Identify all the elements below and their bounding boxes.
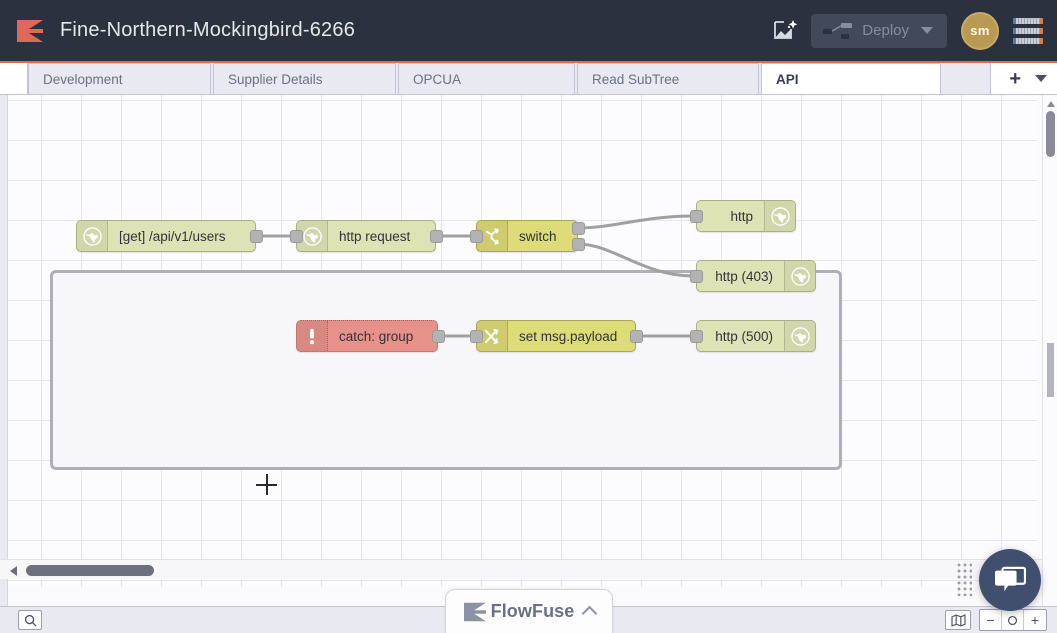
tab-actions: + xyxy=(990,63,1057,94)
tab-gutter xyxy=(0,63,28,94)
port-output[interactable] xyxy=(250,230,263,243)
chevron-down-icon[interactable] xyxy=(1035,75,1047,82)
globe-icon xyxy=(77,221,108,251)
port-input[interactable] xyxy=(290,230,303,243)
tab-api[interactable]: API xyxy=(761,63,941,94)
port-output[interactable] xyxy=(430,230,443,243)
map-navigator-icon[interactable] xyxy=(945,610,971,630)
deploy-button[interactable]: Deploy xyxy=(811,13,947,48)
canvas-grid[interactable]: [get] /api/v1/users http request swit xyxy=(8,95,1037,587)
port-output[interactable] xyxy=(432,330,445,343)
tab-development[interactable]: Development xyxy=(28,63,211,94)
node-catch-group[interactable]: catch: group xyxy=(296,320,438,352)
node-label: http (403) xyxy=(715,268,773,284)
tab-supplier-details[interactable]: Supplier Details xyxy=(213,63,396,94)
header-actions: Deploy sm xyxy=(763,9,1057,53)
deploy-label: Deploy xyxy=(862,22,909,39)
port-input[interactable] xyxy=(470,330,483,343)
port-input[interactable] xyxy=(690,210,703,223)
node-http-response-403[interactable]: http (403) xyxy=(696,260,816,292)
crosshair-cursor xyxy=(256,474,277,495)
globe-icon xyxy=(784,321,815,351)
hamburger-menu-icon[interactable] xyxy=(1013,17,1043,44)
node-switch[interactable]: switch xyxy=(476,220,578,252)
node-label: http (500) xyxy=(715,328,773,344)
flowfuse-logo-icon[interactable] xyxy=(16,18,44,44)
port-output-2[interactable] xyxy=(572,238,585,251)
zoom-in-button[interactable]: + xyxy=(1030,612,1040,628)
chevron-down-icon[interactable] xyxy=(921,27,933,34)
flow-tab-bar: Development Supplier Details OPCUA Read … xyxy=(0,63,1057,95)
node-label: http xyxy=(730,208,753,224)
node-set-msg-payload[interactable]: set msg.payload xyxy=(476,320,636,352)
vscroll-thumb-secondary[interactable] xyxy=(1047,343,1054,397)
chevron-up-icon[interactable] xyxy=(582,605,598,622)
vertical-scrollbar[interactable] xyxy=(1042,95,1057,606)
vscroll-thumb[interactable] xyxy=(1046,111,1055,157)
ai-sparkle-icon[interactable] xyxy=(763,9,807,53)
panel-resize-grip[interactable] xyxy=(956,562,972,596)
status-bar-right: − + xyxy=(945,609,1057,631)
search-icon[interactable] xyxy=(18,610,42,630)
tab-read-subtree[interactable]: Read SubTree xyxy=(577,63,759,94)
horizontal-scrollbar[interactable] xyxy=(0,559,1042,579)
port-output-1[interactable] xyxy=(572,222,585,235)
port-input[interactable] xyxy=(690,330,703,343)
node-http-in[interactable]: [get] /api/v1/users xyxy=(76,220,256,252)
canvas-left-gutter xyxy=(0,95,8,606)
exclamation-icon xyxy=(297,321,328,351)
node-http-request[interactable]: http request xyxy=(296,220,436,252)
zoom-out-button[interactable]: − xyxy=(980,610,1002,630)
scroll-left-arrow[interactable] xyxy=(10,566,17,576)
node-http-response-500[interactable]: http (500) xyxy=(696,320,816,352)
flowfuse-logo-icon xyxy=(463,602,486,621)
flowfuse-brand-label: FlowFuse xyxy=(490,601,575,621)
node-http-response[interactable]: http xyxy=(696,200,796,232)
node-label: switch xyxy=(519,228,557,244)
hscroll-thumb[interactable] xyxy=(26,565,154,576)
scroll-up-arrow[interactable] xyxy=(1047,101,1055,107)
app-header: Fine-Northern-Mockingbird-6266 Deploy xyxy=(0,0,1057,63)
globe-icon xyxy=(764,201,795,231)
chat-bubble-icon[interactable] xyxy=(979,549,1041,611)
port-input[interactable] xyxy=(690,270,703,283)
add-flow-button[interactable]: + xyxy=(1009,67,1021,90)
page-title: Fine-Northern-Mockingbird-6266 xyxy=(60,19,356,41)
node-label: set msg.payload xyxy=(519,328,618,344)
flowfuse-footer-button[interactable]: FlowFuse xyxy=(445,589,613,633)
port-output[interactable] xyxy=(630,330,643,343)
node-group-box[interactable] xyxy=(50,270,842,470)
tab-opcua[interactable]: OPCUA xyxy=(398,63,575,94)
zoom-controls: − + xyxy=(979,609,1047,631)
node-label: [get] /api/v1/users xyxy=(119,228,226,244)
node-label: catch: group xyxy=(339,328,414,344)
globe-icon xyxy=(784,261,815,291)
zoom-reset-icon[interactable] xyxy=(1002,610,1024,630)
deploy-nodes-icon xyxy=(823,22,853,39)
port-input[interactable] xyxy=(470,230,483,243)
node-label: http request xyxy=(339,228,411,244)
avatar[interactable]: sm xyxy=(961,11,999,50)
flow-canvas[interactable]: [get] /api/v1/users http request swit xyxy=(0,95,1057,606)
